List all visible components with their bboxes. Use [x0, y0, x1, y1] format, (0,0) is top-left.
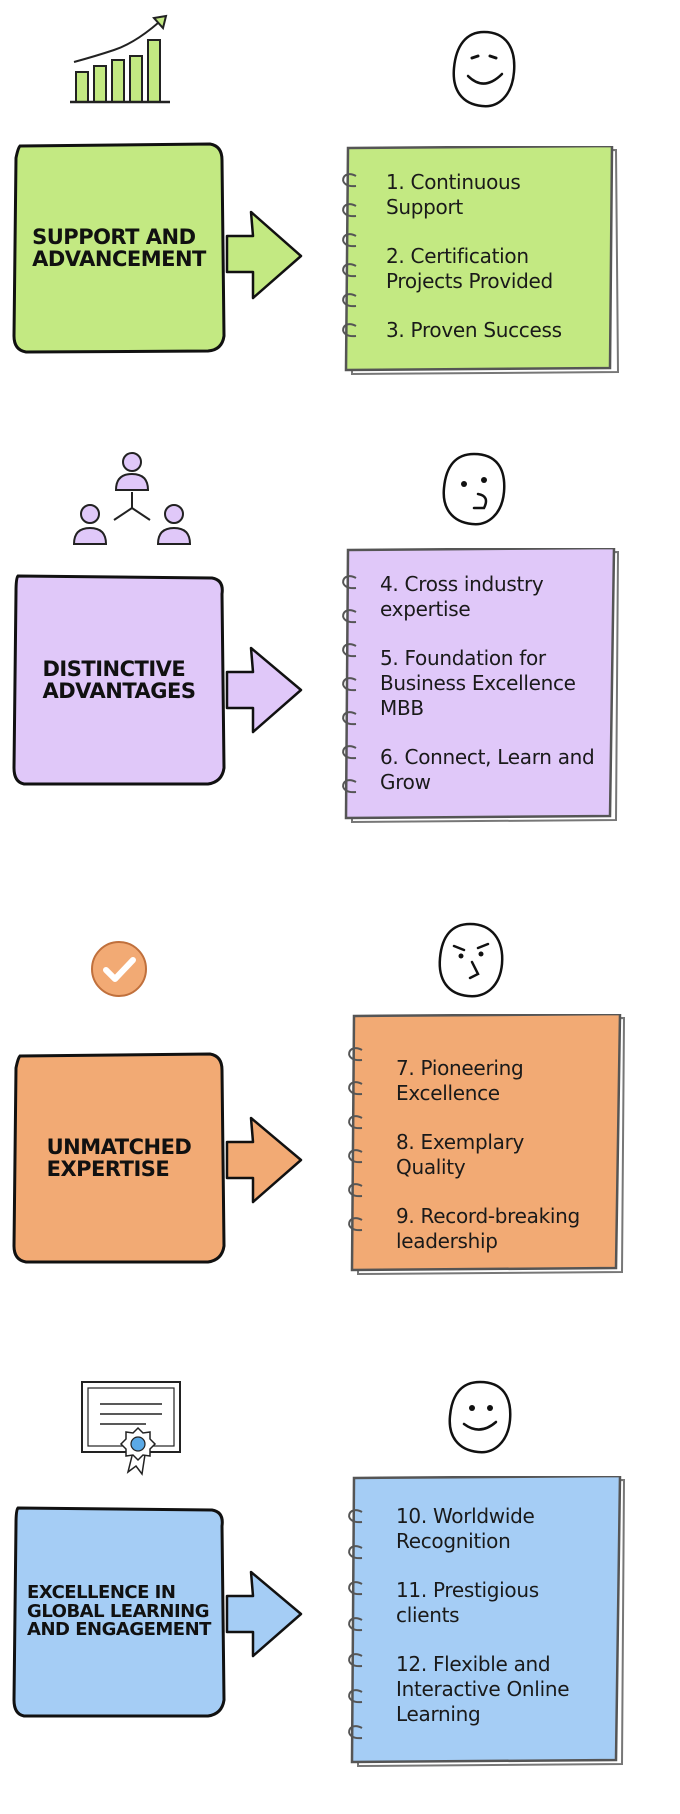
certificate-icon — [81, 1381, 181, 1476]
list-item: 6. Connect, Learn and Grow — [380, 745, 595, 794]
list-item: 2. Certification Projects Provided — [386, 244, 553, 293]
smiling-face-icon — [452, 30, 516, 108]
arrow-right-icon — [225, 646, 303, 734]
section-global-learning: EXCELLENCE IN GLOBAL LEARNING AND ENGAGE… — [0, 1378, 680, 1814]
list-item: 5. Foundation for Business Excellence MB… — [380, 646, 576, 720]
category-box: SUPPORT AND ADVANCEMENT — [10, 140, 228, 356]
category-title: UNMATCHED EXPERTISE — [46, 1134, 192, 1181]
arrow-right-icon — [225, 210, 303, 300]
list-item: 4. Cross industry expertise — [380, 572, 544, 621]
category-title: DISTINCTIVE ADVANTAGES — [42, 656, 197, 703]
list-item: 8. Exemplary Quality — [396, 1130, 525, 1179]
category-title: SUPPORT AND ADVANCEMENT — [32, 224, 206, 271]
list-item: 3. Proven Success — [386, 318, 562, 342]
category-box: EXCELLENCE IN GLOBAL LEARNING AND ENGAGE… — [10, 1504, 228, 1720]
skeptical-face-icon — [442, 452, 506, 526]
frowning-face-icon — [438, 922, 504, 998]
list-item: 12. Flexible and Interactive Online Lear… — [396, 1652, 570, 1726]
notebook-card: 7. Pioneering Excellence 8. Exemplary Qu… — [346, 1014, 628, 1276]
section-support-advancement: SUPPORT AND ADVANCEMENT 1. Continuous Su… — [0, 0, 680, 440]
bar-chart-growth-icon — [70, 14, 170, 104]
section-unmatched-expertise: UNMATCHED EXPERTISE 7. Pioneering Excell… — [0, 918, 680, 1358]
list-item: 7. Pioneering Excellence — [396, 1056, 524, 1105]
category-title: EXCELLENCE IN GLOBAL LEARNING AND ENGAGE… — [27, 1581, 211, 1641]
arrow-right-icon — [225, 1116, 303, 1204]
list-item: 1. Continuous Support — [386, 170, 521, 219]
team-network-icon — [72, 452, 192, 545]
arrow-right-icon — [225, 1570, 303, 1658]
list-item: 11. Prestigious clients — [396, 1578, 539, 1627]
content-face-icon — [448, 1380, 512, 1454]
category-box: DISTINCTIVE ADVANTAGES — [10, 572, 228, 788]
category-box: UNMATCHED EXPERTISE — [10, 1050, 228, 1266]
check-badge-icon — [91, 941, 147, 997]
section-distinctive-advantages: DISTINCTIVE ADVANTAGES 4. Cross industry… — [0, 450, 680, 890]
list-item: 10. Worldwide Recognition — [396, 1504, 535, 1553]
notebook-card: 4. Cross industry expertise 5. Foundatio… — [340, 548, 622, 824]
notebook-card: 10. Worldwide Recognition 11. Prestigiou… — [346, 1476, 628, 1768]
list-item: 9. Record-breaking leadership — [396, 1204, 580, 1253]
notebook-card: 1. Continuous Support 2. Certification P… — [340, 146, 622, 376]
